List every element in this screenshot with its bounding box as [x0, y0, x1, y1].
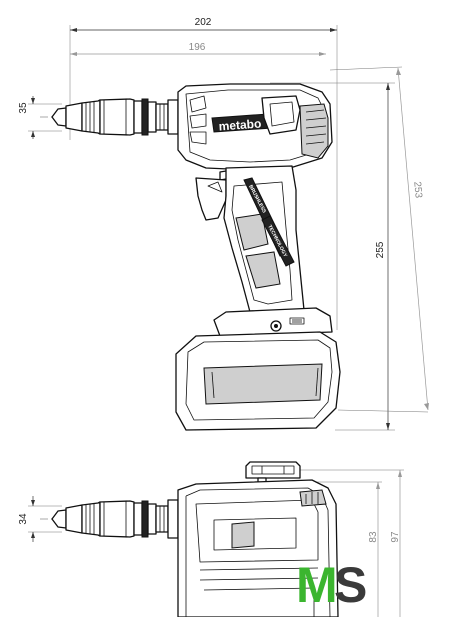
chuck-nose-top: [65, 504, 83, 534]
dimension-body-length: 196: [70, 42, 326, 56]
chuck-body-top: [99, 500, 135, 538]
chuck-tip-top: [51, 509, 67, 529]
dimension-chuck-height-top: 34: [18, 496, 62, 542]
chuck-sleeve: [81, 99, 101, 135]
belt-clip-top: [245, 461, 301, 479]
dim-label-top-depth-inner: 83: [368, 531, 379, 543]
watermark-letter-s: S: [334, 557, 367, 613]
torque-ring: [155, 103, 169, 131]
drill-top-view: [40, 461, 339, 618]
chuck-collar-2: [141, 98, 149, 136]
dim-label-diagonal-length: 253: [411, 181, 423, 199]
dim-label-chuck-height-side: 35: [18, 102, 29, 114]
watermark-letter-m: M: [296, 557, 338, 613]
dim-label-top-depth-outer: 97: [390, 531, 401, 543]
dim-label-overall-length: 202: [195, 17, 212, 28]
dimension-top-depth: 83 97: [296, 469, 404, 617]
chuck-body: [99, 98, 135, 136]
gear-ring: [167, 99, 179, 135]
trigger: [195, 177, 227, 221]
dim-label-total-height: 255: [375, 241, 386, 258]
gear-switch: [261, 95, 301, 135]
dimension-chuck-height-side: 35: [18, 96, 62, 139]
dim-label-chuck-height-top: 34: [18, 513, 29, 525]
chuck-collar-1: [133, 100, 143, 134]
battery-release: [203, 363, 323, 405]
chuck-tip: [51, 107, 67, 127]
rear-vent: [299, 103, 329, 159]
drill-side-view: metabo BRUSHLESS TECHNOLOGY: [40, 83, 341, 431]
chuck-collar-3: [147, 101, 157, 133]
watermark-logo: M S: [296, 557, 367, 613]
chuck-sleeve-top: [81, 501, 101, 537]
dim-label-body-length: 196: [189, 42, 206, 53]
dimension-total-height: 255: [270, 82, 395, 431]
chuck-nose: [65, 102, 83, 132]
dimension-diagonal-length: 253: [329, 66, 429, 413]
brand-logo: metabo: [218, 117, 262, 134]
